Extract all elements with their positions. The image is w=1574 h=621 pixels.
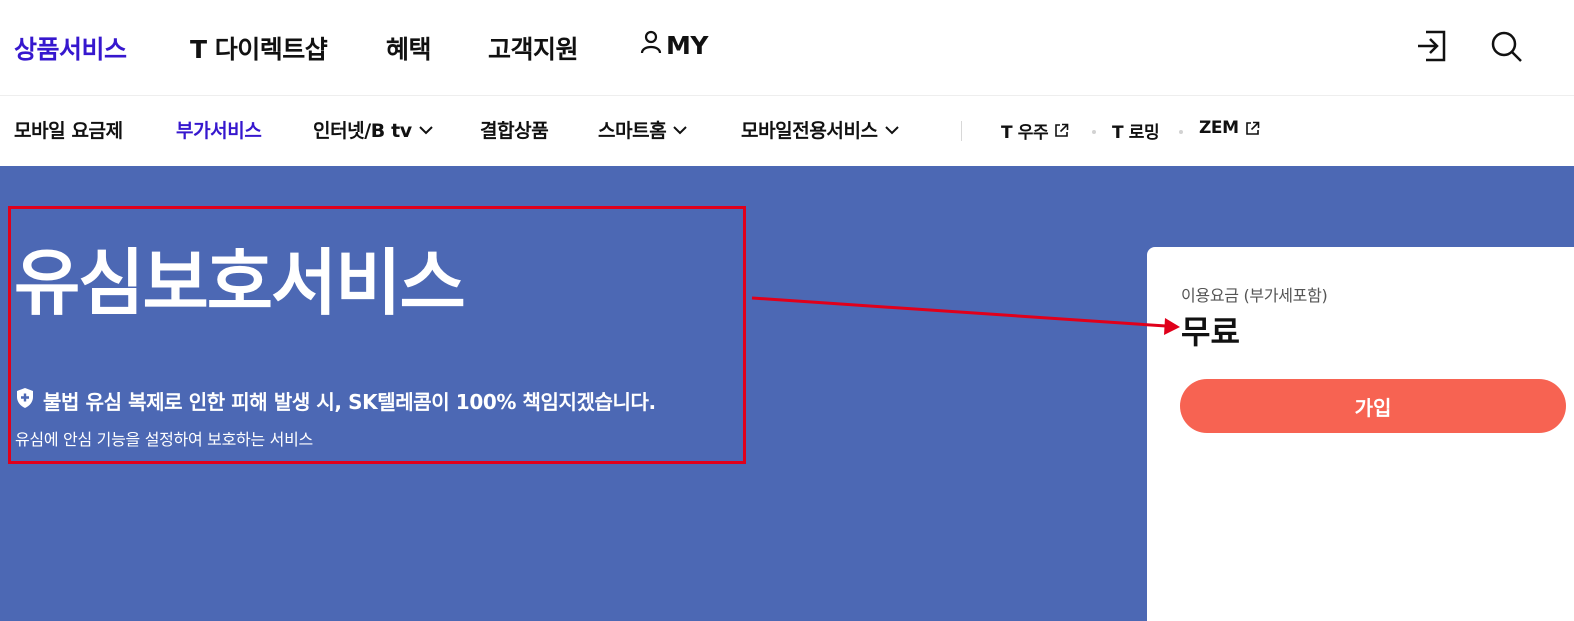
service-description: 유심에 안심 기능을 설정하여 보호하는 서비스 [15,430,313,449]
subnav-label: 모바일전용서비스 [741,120,878,142]
subnav-divider [961,121,962,141]
sub-navigation: 모바일 요금제 부가서비스 인터넷/B tv 결합상품 스마트홈 모바일전용서비… [0,97,1574,166]
subnav-link-zem[interactable]: ZEM [1199,118,1260,138]
price-card: 이용요금 (부가세포함) 무료 가입 [1147,247,1574,621]
subnav-link-label: ZEM [1199,118,1239,138]
nav-item-my-label: MY [666,30,708,60]
subnav-link-label: T 우주 [1001,123,1049,143]
search-icon[interactable] [1488,28,1524,64]
subnav-item-additional-services[interactable]: 부가서비스 [176,116,262,143]
nav-item-my[interactable]: MY [640,30,708,60]
subnav-item-bundles[interactable]: 결합상품 [480,116,549,143]
subnav-item-internet-btv[interactable]: 인터넷/B tv [313,116,434,143]
chevron-down-icon [884,125,899,134]
subnav-link-label: T 로밍 [1112,123,1160,143]
subnav-label: 인터넷/B tv [313,120,412,142]
guarantee-text: 불법 유심 복제로 인한 피해 발생 시, SK텔레콤이 100% 책임지겠습니… [43,390,656,414]
subnav-label: 결합상품 [480,120,549,142]
chevron-down-icon [419,125,433,134]
nav-item-benefits[interactable]: 혜택 [386,35,432,64]
subnav-link-t-roaming[interactable]: T 로밍 [1112,118,1160,143]
separator-dot [1092,130,1096,134]
join-button[interactable]: 가입 [1180,379,1566,433]
nav-item-customer-support[interactable]: 고객지원 [488,35,579,64]
subnav-label: 모바일 요금제 [14,120,123,142]
guarantee-statement: 불법 유심 복제로 인한 피해 발생 시, SK텔레콤이 100% 책임지겠습니… [15,386,656,415]
annotation-highlight-box [8,206,746,464]
subnav-label: 부가서비스 [176,120,262,142]
subnav-item-smart-home[interactable]: 스마트홈 [598,116,688,143]
subnav-link-t-universe[interactable]: T 우주 [1001,118,1069,143]
subnav-item-mobile-plans[interactable]: 모바일 요금제 [14,116,123,143]
nav-item-t-direct-shop[interactable]: T 다이렉트샵 [190,35,328,64]
chevron-down-icon [673,125,688,134]
login-icon[interactable] [1414,28,1450,64]
user-icon [640,30,662,60]
price-value: 무료 [1181,313,1240,351]
nav-item-products-services[interactable]: 상품서비스 [14,35,127,64]
page-title: 유심보호서비스 [14,241,466,325]
shield-plus-icon [15,387,35,414]
price-label: 이용요금 (부가세포함) [1181,286,1328,305]
subnav-label: 스마트홈 [598,120,667,142]
subnav-item-mobile-only-services[interactable]: 모바일전용서비스 [741,116,900,143]
global-navigation: 상품서비스 T 다이렉트샵 혜택 고객지원 MY [0,0,1574,96]
external-link-icon [1245,121,1259,135]
separator-dot [1179,130,1183,134]
external-link-icon [1055,123,1069,137]
